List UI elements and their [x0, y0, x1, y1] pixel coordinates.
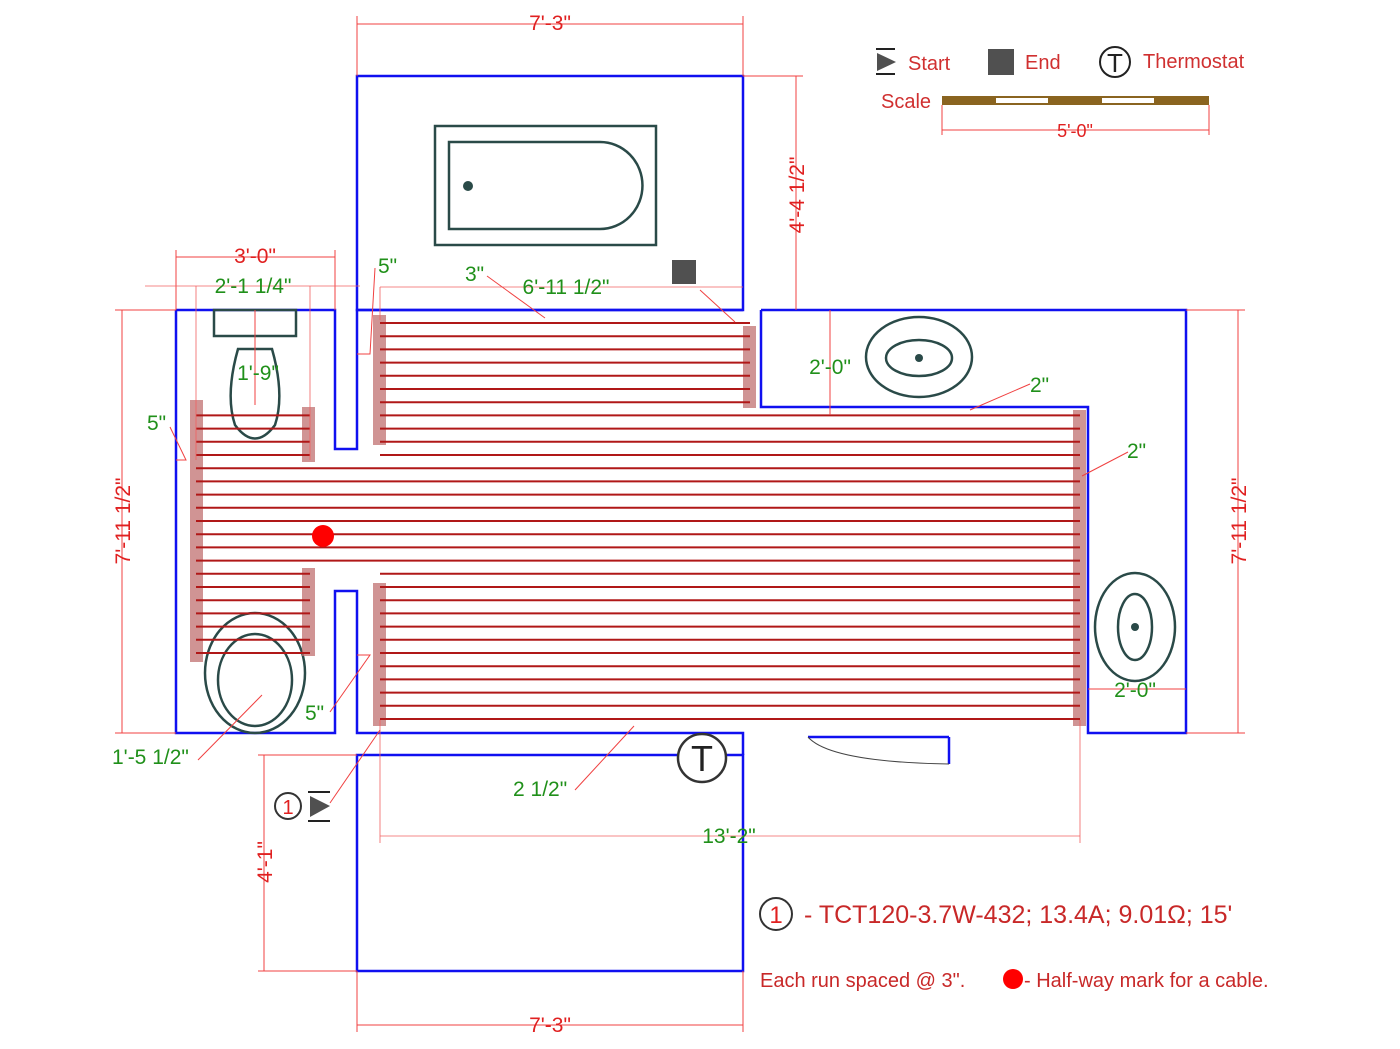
dim-lower-offset: 5" — [305, 702, 324, 725]
sink-top — [864, 315, 974, 399]
scale-length: 5'-0" — [1057, 121, 1093, 141]
toilet-bottom — [203, 611, 307, 735]
dim-bottom-gap: 2 1/2" — [513, 778, 567, 801]
note-spacing: Each run spaced @ 3". — [760, 970, 965, 992]
thermostat-icon: T — [676, 732, 728, 784]
svg-text:T: T — [1107, 48, 1123, 78]
start-icon — [877, 53, 896, 71]
dim-left-offset: 5" — [147, 412, 166, 435]
dim-lower-height: 4'-1" — [254, 841, 277, 883]
sink-right — [1093, 571, 1177, 683]
heating-cable — [190, 315, 1086, 726]
legend: Start End T Thermostat Scale 5'-0" — [876, 46, 1245, 141]
svg-text:1: 1 — [282, 797, 293, 819]
end-icon — [988, 49, 1014, 75]
legend-thermostat: Thermostat — [1143, 51, 1245, 73]
dim-main-run: 13'-2" — [702, 825, 756, 848]
start-marker: 1 — [274, 791, 330, 822]
legend-end: End — [1025, 52, 1061, 74]
dim-upper-run: 6'-11 1/2" — [523, 276, 610, 299]
note-halfway: - Half-way mark for a cable. — [1024, 970, 1269, 992]
dim-right-height: 7'-11 1/2" — [1228, 478, 1251, 565]
thermostat-icon — [1099, 46, 1131, 78]
legend-start: Start — [908, 53, 951, 75]
svg-text:T: T — [691, 738, 713, 779]
legend-scale: Scale — [881, 91, 931, 113]
dim-upper-offset: 5" — [378, 255, 397, 278]
dim-left-width: 3'-0" — [234, 245, 276, 268]
dim-tub-depth: 4'-4 1/2" — [786, 157, 809, 234]
cable-spec: 1 - TCT120-3.7W-432; 13.4A; 9.01Ω; 15' — [759, 897, 1232, 931]
dim-upper-gap: 3" — [465, 263, 484, 286]
dim-top-width: 7'-3" — [529, 12, 571, 35]
dim-toilet-front: 1'-5 1/2" — [112, 746, 189, 769]
halfway-legend-icon — [1003, 969, 1023, 989]
bathtub — [433, 124, 658, 247]
dim-sink-clear: 2'-0" — [809, 356, 851, 379]
dim-bottom-width: 7'-3" — [529, 1014, 571, 1037]
dim-toilet-clear: 1'-9" — [237, 362, 279, 385]
cable-spec-text: - TCT120-3.7W-432; 13.4A; 9.01Ω; 15' — [804, 901, 1232, 929]
start-icon — [310, 796, 330, 817]
dim-right-sink-clear: 2'-0" — [1114, 679, 1156, 702]
end-marker-icon — [672, 260, 696, 284]
dimension-lines — [115, 16, 1245, 1032]
svg-text:1: 1 — [769, 902, 782, 929]
halfway-mark — [312, 525, 334, 547]
dim-right-gap-a: 2" — [1030, 374, 1049, 397]
dim-left-height: 7'-11 1/2" — [112, 478, 135, 565]
door-swing — [807, 736, 950, 765]
dim-left-inner: 2'-1 1/4" — [215, 275, 292, 298]
dim-right-gap-b: 2" — [1127, 440, 1146, 463]
walls — [174, 74, 1188, 973]
